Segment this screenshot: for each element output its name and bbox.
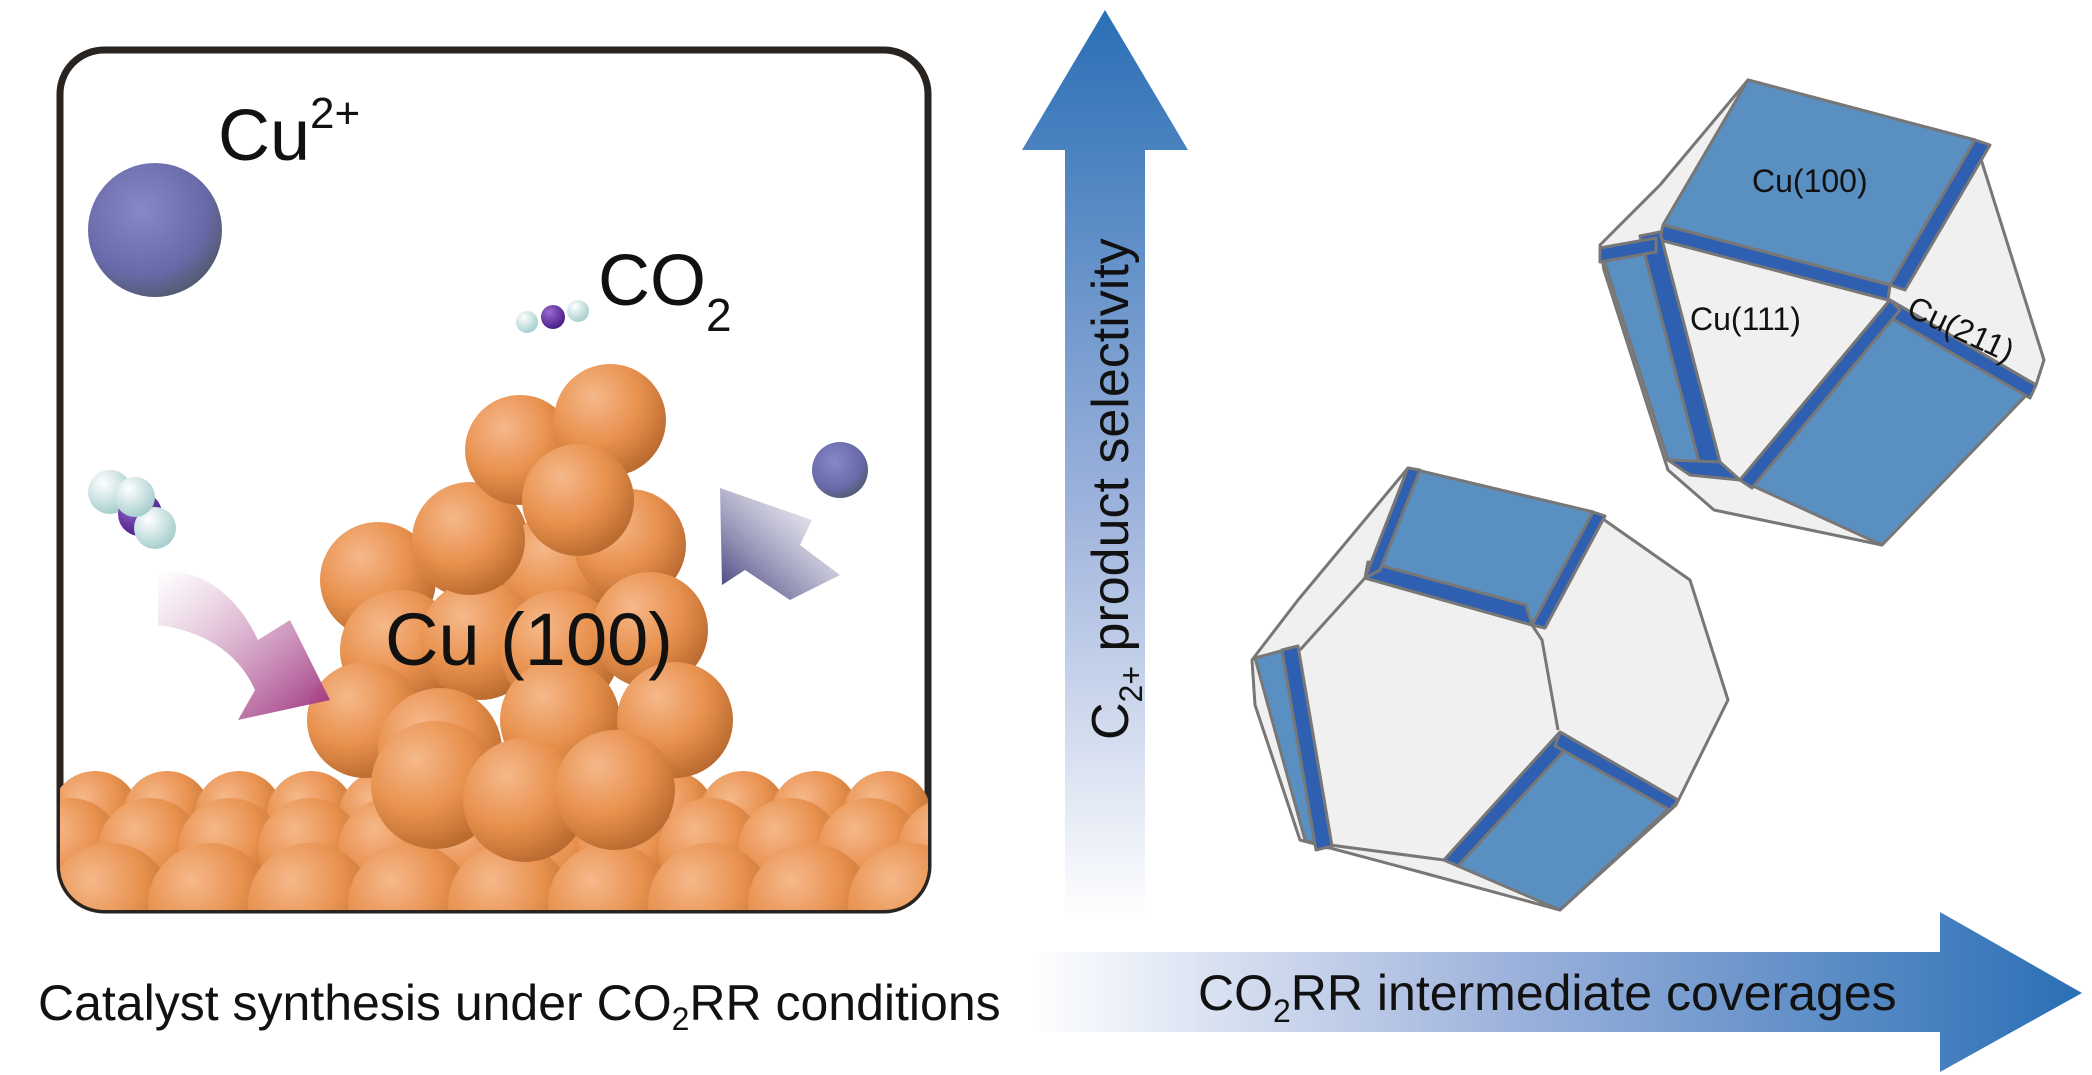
co2-label: CO2 bbox=[598, 241, 732, 341]
caption-left-sub: 2 bbox=[671, 1001, 690, 1037]
cu-ion-small-sphere bbox=[812, 442, 868, 498]
x-axis-arrow bbox=[1030, 912, 2082, 1072]
copper-atom bbox=[415, 485, 525, 595]
cluster-label: Cu (100) bbox=[385, 598, 673, 681]
copper-atom bbox=[592, 572, 708, 688]
copper-atom bbox=[60, 843, 172, 910]
copper-atom bbox=[522, 444, 634, 556]
polyhedron-upper bbox=[1598, 78, 2046, 547]
cu-ion-label: Cu2+ bbox=[218, 89, 360, 176]
synthesis-panel: Cu2+ CO2 Cu (100) bbox=[56, 46, 1072, 967]
facet-cu111-label: Cu(111) bbox=[1690, 301, 1801, 337]
x-axis-label: CO2RR intermediate coverages bbox=[1198, 965, 1897, 1029]
y-axis-label: C2+ product selectivity bbox=[1082, 238, 1149, 740]
caption-left: Catalyst synthesis under CO2RR condition… bbox=[38, 975, 1001, 1037]
co2-adsorption-arrow bbox=[158, 570, 330, 720]
facet-cu100-label: Cu(100) bbox=[1752, 163, 1868, 199]
polyhedron-lower bbox=[1250, 466, 1730, 912]
copper-atom bbox=[448, 843, 572, 910]
cu-ion-sphere bbox=[88, 163, 222, 297]
cu-ion-charge: 2+ bbox=[310, 89, 360, 138]
copper-atom bbox=[348, 843, 472, 910]
copper-atom bbox=[548, 843, 672, 910]
copper-atom bbox=[555, 730, 675, 850]
y-axis-arrow bbox=[1022, 10, 1188, 920]
copper-atom bbox=[148, 843, 272, 910]
cu-deposition-arrow bbox=[720, 488, 840, 600]
copper-atom bbox=[248, 843, 372, 910]
co2-molecule-icon bbox=[516, 300, 589, 333]
y-axis-label-sub: 2+ bbox=[1113, 666, 1149, 702]
copper-atom bbox=[748, 843, 872, 910]
copper-atom bbox=[463, 738, 587, 862]
copper-atom bbox=[648, 843, 772, 910]
co2-label-sub: 2 bbox=[706, 289, 732, 341]
copper-cluster bbox=[307, 364, 733, 862]
co2-molecule-large-icon bbox=[88, 470, 176, 549]
x-axis-label-sub: 2 bbox=[1273, 993, 1291, 1029]
copper-atom bbox=[948, 843, 1072, 967]
